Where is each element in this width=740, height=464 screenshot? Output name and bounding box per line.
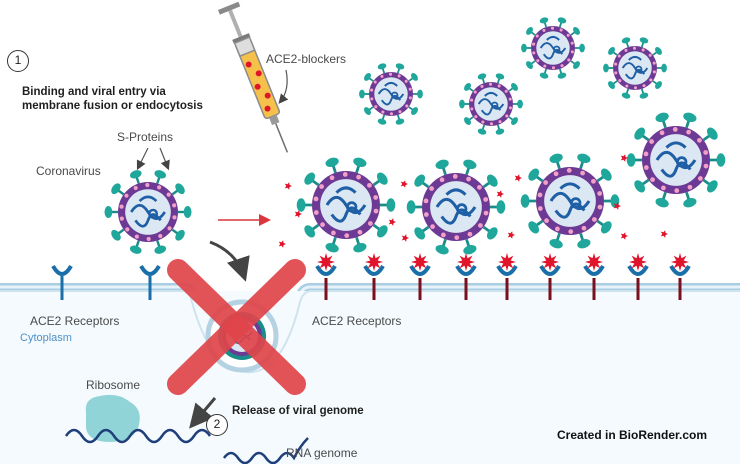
blocked-entry-x-mark [167, 259, 306, 395]
blocker-particle [620, 154, 628, 162]
floating-virus-2 [459, 73, 523, 135]
bound-virus-3 [520, 153, 620, 249]
blocker-particle [294, 210, 302, 218]
blocked-ace2-receptor-1 [315, 253, 337, 300]
step-1-badge: 1 [7, 50, 29, 72]
ace2-blockers-label: ACE2-blockers [266, 52, 347, 66]
blocker-particle [507, 231, 515, 239]
rna-genome-strand-1 [64, 428, 212, 444]
bound-virus-4 [626, 112, 726, 208]
entry-arrow [209, 240, 250, 282]
blocked-ace2-receptor-8 [627, 253, 649, 300]
blocker-particle [388, 218, 396, 226]
blocked-ace2-receptor-4 [455, 253, 477, 300]
blocker-particle [400, 180, 408, 188]
step-2-badge: 2 [206, 414, 228, 436]
floating-viruses [359, 17, 667, 135]
blocked-ace2-receptor-3 [409, 253, 431, 300]
blocker-particle [613, 202, 621, 210]
blocked-ace2-receptor-5 [496, 253, 518, 300]
blocker-particle [401, 234, 409, 242]
rna-genome-label: RNA genome [286, 446, 358, 460]
s-protein-arrow-right [159, 147, 170, 171]
bound-virus-2 [406, 159, 506, 255]
blocker-particle [278, 240, 286, 248]
ace2-blocker-particles [278, 154, 668, 248]
ace2-blockers-arrow [278, 69, 289, 104]
biorender-credit: Created in BioRender.com [557, 428, 708, 442]
floating-virus-1 [359, 63, 423, 125]
ace2-receptors-left-label: ACE2 Receptors [30, 314, 120, 328]
coronavirus-particle [104, 170, 192, 254]
blocker-particle [660, 230, 668, 238]
syringe [218, 1, 289, 153]
ribosome [85, 394, 140, 442]
coronavirus-main [104, 170, 192, 254]
blocked-ace2-receptor-6 [539, 253, 561, 300]
cytoplasm-label: Cytoplasm [20, 332, 72, 344]
bound-virus-1 [296, 157, 396, 253]
genome-release-arrow [189, 397, 217, 429]
blocked-ace2-receptor-9 [669, 253, 691, 300]
rna-genome-strand-2 [222, 437, 309, 464]
ribosome-label: Ribosome [86, 378, 141, 392]
blocker-particle [284, 182, 292, 190]
step-1-title-line2: membrane fusion or endocytosis [22, 100, 203, 112]
bound-viruses [296, 112, 726, 255]
blocker-particle [514, 174, 522, 182]
blocker-particle [496, 190, 504, 198]
ace2-receptor-left-1 [51, 264, 73, 300]
ace2-receptor-left-2 [139, 264, 161, 300]
step-1-title-line1: Binding and viral entry via [22, 86, 166, 98]
step-2-title: Release of viral genome [232, 405, 364, 417]
blocked-ace2-receptor-7 [583, 253, 605, 300]
s-proteins-label: S-Proteins [117, 130, 174, 144]
coronavirus-label: Coronavirus [36, 164, 101, 178]
blocked-receptors [315, 253, 691, 300]
blocked-ace2-receptor-2 [363, 253, 385, 300]
blocker-particle [620, 232, 628, 240]
s-protein-arrow-left [136, 147, 149, 171]
ace2-receptors-right-label: ACE2 Receptors [312, 314, 402, 328]
floating-virus-4 [603, 37, 667, 99]
floating-virus-3 [521, 17, 585, 79]
